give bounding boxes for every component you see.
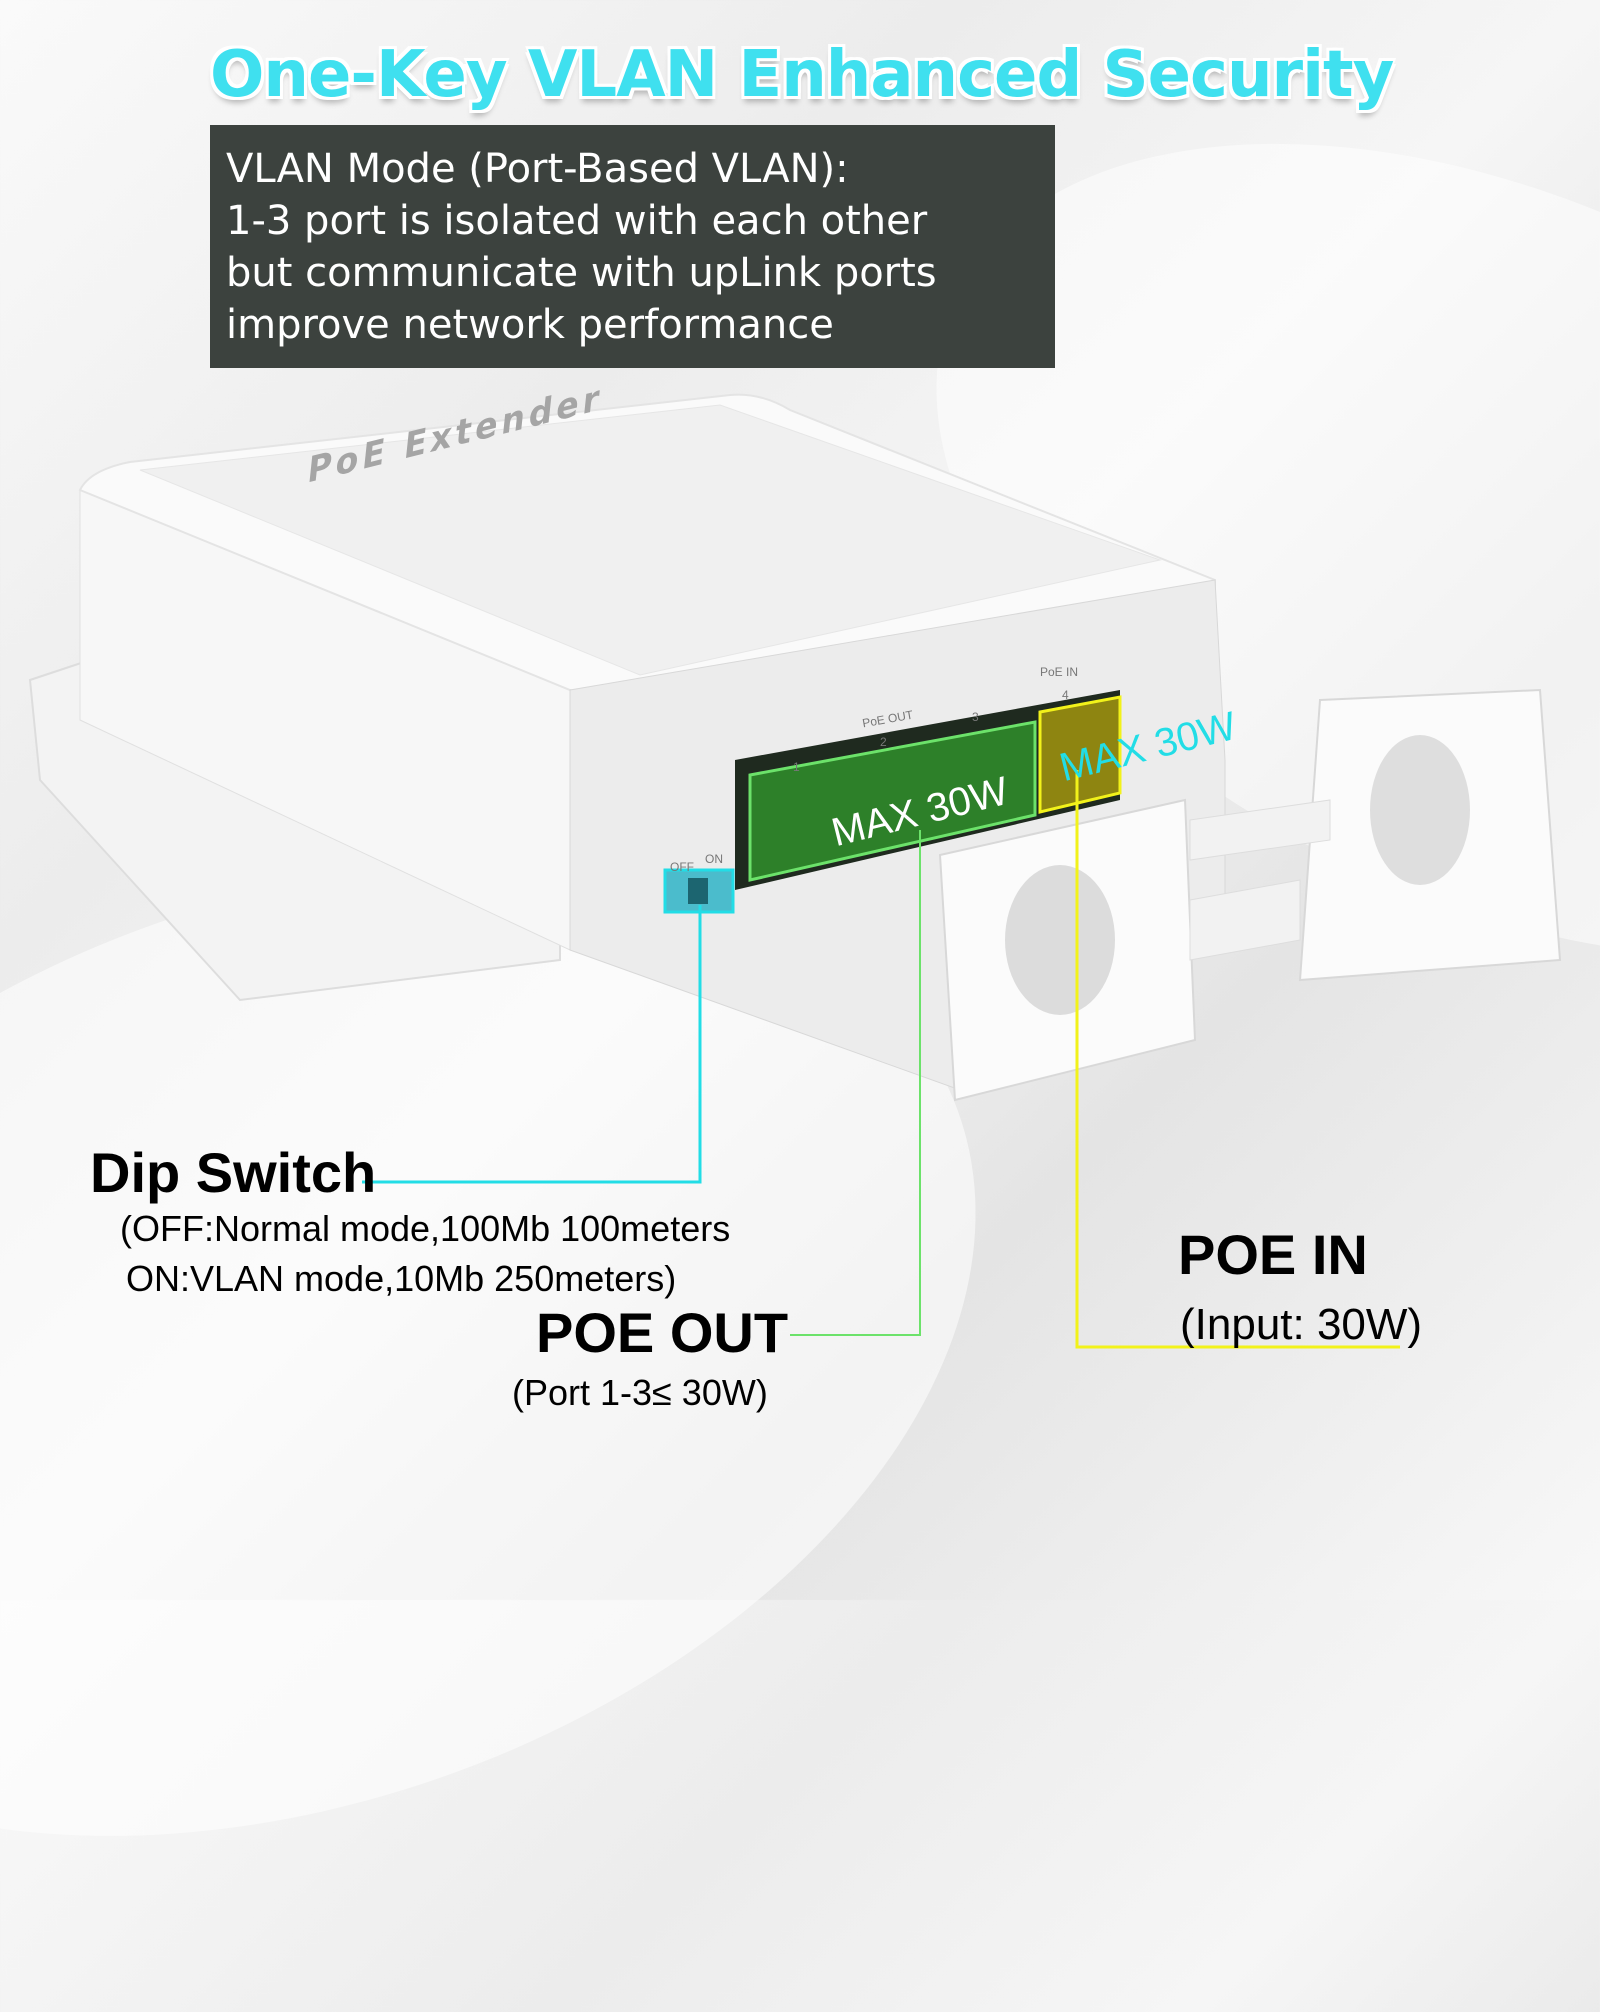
dip-switch-detail-on: ON:VLAN mode,10Mb 250meters) (126, 1258, 677, 1299)
info-line: 1-3 port is isolated with each other (226, 198, 928, 244)
poe-out-title: POE OUT (536, 1301, 789, 1364)
poe-in-port-label: PoE IN (1040, 665, 1079, 679)
switch-off-label: OFF (670, 860, 694, 874)
port-number: 2 (880, 735, 887, 749)
port-number: 3 (972, 710, 979, 724)
poe-in-leader-line (1075, 770, 1400, 1349)
switch-on-label: ON (705, 852, 723, 866)
dip-switch-detail-off: (OFF:Normal mode,100Mb 100meters (120, 1208, 731, 1249)
dip-switch-leader-line (362, 905, 702, 1184)
poe-out-detail: (Port 1-3≤ 30W) (512, 1372, 768, 1413)
info-line: but communicate with upLink ports (226, 250, 937, 296)
poe-extender-device (28, 393, 1562, 1349)
info-line: improve network performance (226, 302, 834, 348)
headline: One-Key VLAN Enhanced Security (210, 38, 1394, 112)
poe-in-title: POE IN (1178, 1223, 1368, 1286)
info-line: VLAN Mode (Port-Based VLAN): (226, 146, 849, 192)
poe-out-leader-line (790, 830, 921, 1336)
dip-switch-title: Dip Switch (90, 1141, 377, 1204)
poe-in-highlight (1038, 695, 1122, 814)
port-number: 1 (793, 760, 800, 774)
poe-in-detail: (Input: 30W) (1180, 1300, 1423, 1349)
vlan-info-box: VLAN Mode (Port-Based VLAN): 1-3 port is… (210, 125, 1055, 368)
port-number: 4 (1062, 688, 1069, 702)
poe-out-highlight (748, 720, 1037, 882)
